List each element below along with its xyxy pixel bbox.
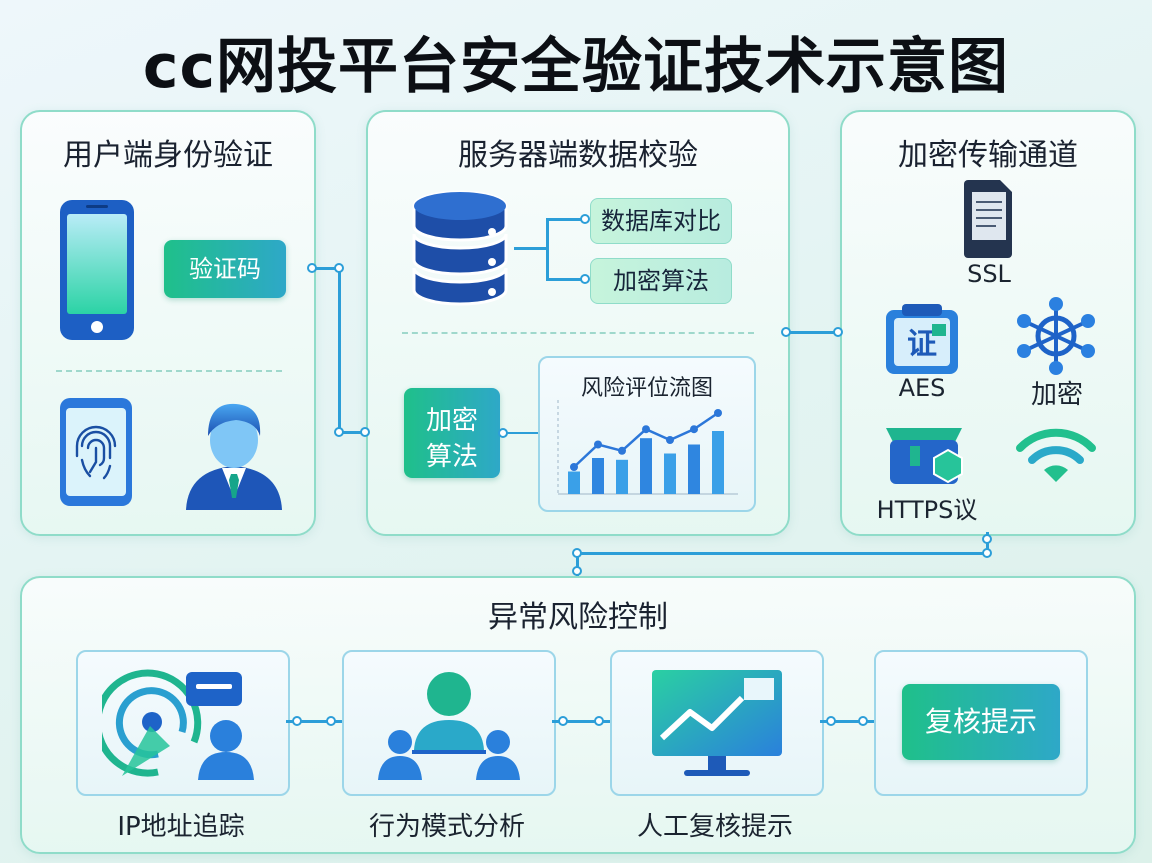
ssl-document-icon [964, 178, 1014, 262]
encrypt-algo-box-line2: 算法 [425, 442, 478, 472]
monitor-chart-icon [652, 670, 782, 776]
aes-certificate-icon: 证 [882, 302, 962, 384]
risk-control-title: 异常风险控制 [488, 600, 668, 635]
wifi-icon [1014, 426, 1098, 490]
risk-chart-title: 风险评位流图 [580, 376, 713, 401]
risk-control-panel: 异常风险控制 IP地址追踪 行为模式分析 [20, 576, 1136, 854]
connector-dot [498, 428, 508, 438]
chart-connector [502, 432, 538, 434]
db-connector-vertical [546, 218, 549, 280]
connector-dot [594, 716, 604, 726]
divider [402, 332, 754, 334]
smartphone-icon [58, 198, 136, 346]
risk-item-label-2: 行为模式分析 [368, 812, 525, 842]
chart-bar [592, 458, 604, 494]
db-connector [514, 247, 548, 250]
connector-dot [558, 716, 568, 726]
encrypt-algo-box-line1: 加密 [425, 406, 478, 436]
card-connector [820, 720, 874, 723]
aes-label: AES [898, 374, 946, 402]
risk-item-label-3: 人工复核提示 [636, 812, 793, 842]
chart-point [714, 409, 722, 417]
connector-dot [307, 263, 317, 273]
connector-user-server-lower [338, 431, 366, 434]
verification-code-button[interactable]: 验证码 [164, 240, 286, 298]
encrypt-algo-box: 加密 算法 [404, 388, 500, 478]
risk-chart [557, 400, 738, 495]
chart-point [570, 463, 578, 471]
connector-dot [572, 548, 582, 558]
connector-dot [580, 274, 590, 284]
connector-dot [334, 427, 344, 437]
connector-dot [826, 716, 836, 726]
divider [56, 370, 282, 372]
team-users-icon [378, 672, 520, 780]
connector-dot [572, 566, 582, 576]
connector-dot [833, 327, 843, 337]
page-title: cc网投平台安全验证技术示意图 [142, 32, 1010, 102]
server-check-title: 服务器端数据校验 [458, 138, 698, 173]
connector-dot [360, 427, 370, 437]
transport-panel: 加密传输通道 SSL 证 AES 加密 [840, 110, 1136, 536]
network-hub-icon [1016, 296, 1096, 380]
transport-title: 加密传输通道 [898, 138, 1078, 173]
chart-bar [688, 444, 700, 494]
card-connector [552, 720, 610, 723]
chart-bar [712, 431, 724, 494]
connector-dot [334, 263, 344, 273]
db-compare-tag: 数据库对比 [590, 198, 732, 244]
fingerprint-phone-icon [58, 396, 134, 512]
chart-bar [616, 459, 628, 494]
risk-chart-card: 风险评位流图 [538, 356, 756, 512]
connector-server-transport [786, 331, 840, 334]
chart-point [618, 446, 626, 455]
connector-user-server [312, 267, 340, 270]
encrypt-label: 加密 [1030, 380, 1083, 410]
chart-bar [568, 471, 580, 494]
review-prompt-card: 复核提示 [874, 650, 1088, 796]
card-connector [286, 720, 342, 723]
connector-dot [326, 716, 336, 726]
connector-transport-risk-v2 [576, 552, 579, 576]
https-label: HTTPS议 [876, 496, 978, 524]
chart-point [642, 425, 650, 434]
radar-user-icon [102, 669, 254, 780]
user-auth-title: 用户端身份验证 [63, 138, 273, 173]
connector-dot [292, 716, 302, 726]
chart-bar [640, 438, 652, 494]
connector-dot [982, 534, 992, 544]
https-box-icon [882, 418, 966, 492]
chart-bar [664, 453, 676, 494]
manual-review-card [610, 650, 824, 796]
chart-point [666, 436, 674, 444]
db-connector-bottom [546, 278, 586, 281]
connector-dot [982, 548, 992, 558]
encrypt-algo-tag: 加密算法 [590, 258, 732, 304]
connector-dot [781, 327, 791, 337]
risk-item-label-1: IP地址追踪 [117, 812, 245, 842]
user-auth-panel: 用户端身份验证 验证码 [20, 110, 316, 536]
behavior-analysis-card [342, 650, 556, 796]
db-connector-top [546, 218, 586, 221]
user-avatar-icon [182, 396, 286, 516]
chart-point [594, 440, 602, 449]
server-check-panel: 服务器端数据校验 数据库对比 加密算法 加密 算法 风险评位流图 [366, 110, 790, 536]
review-prompt-button[interactable]: 复核提示 [902, 684, 1060, 760]
connector-dot [858, 716, 868, 726]
ip-tracking-card [76, 650, 290, 796]
ssl-label: SSL [967, 260, 1011, 288]
connector-transport-risk-h [576, 552, 989, 555]
connector-dot [580, 214, 590, 224]
chart-point [690, 425, 698, 434]
connector-user-server-vertical [338, 267, 341, 433]
database-icon [412, 188, 508, 310]
